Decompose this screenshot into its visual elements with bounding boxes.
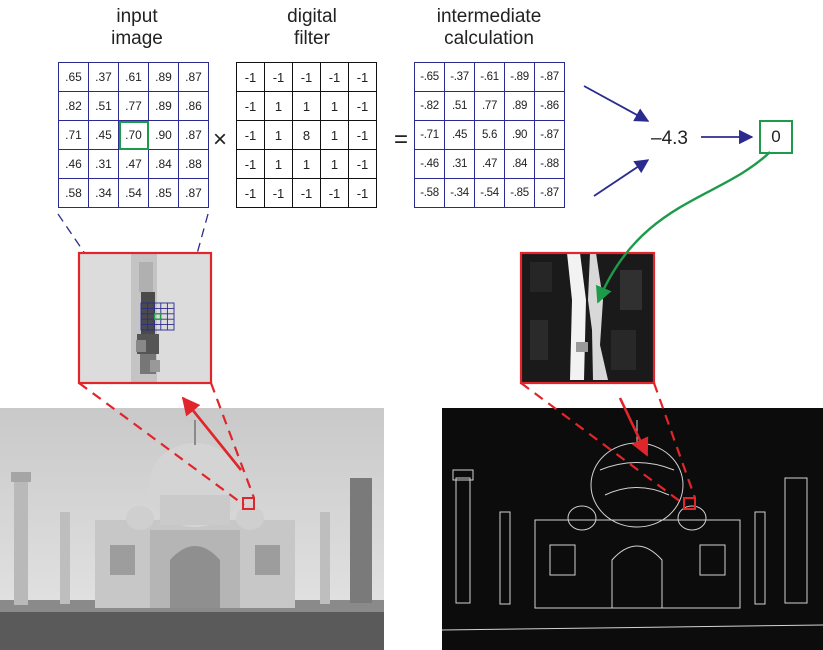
intermediate-matrix-cell: -.58: [414, 178, 445, 208]
intermediate-title-line1: intermediate: [436, 6, 542, 27]
intermediate-matrix-row: -.46.31.47.84-.88: [414, 149, 565, 179]
intermediate-matrix-row: -.58-.34-.54-.85-.87: [414, 178, 565, 208]
output-edge-photo: [441, 408, 823, 650]
output-zoom-panel: [519, 251, 656, 385]
input-matrix-cell: .34: [88, 178, 119, 208]
right-red-dash-1: [520, 382, 686, 506]
input-matrix-cell: .84: [148, 149, 179, 179]
input-matrix-cell: .58: [58, 178, 89, 208]
input-matrix-cell: .65: [58, 62, 89, 92]
right-red-arrow: [618, 397, 649, 457]
intermediate-matrix-cell: .31: [444, 149, 475, 179]
left-red-arrow: [181, 396, 243, 471]
intermediate-matrix-cell: -.71: [414, 120, 445, 150]
intermediate-matrix-cell: -.88: [534, 149, 565, 179]
filter-matrix-cell: -1: [292, 62, 321, 92]
intermediate-matrix-cell: -.89: [504, 62, 535, 92]
output-value-box: 0: [759, 120, 793, 154]
filter-matrix-cell: 1: [264, 149, 293, 179]
sum-value: –4.3: [651, 128, 688, 149]
intermediate-matrix-row: -.82.51.77.89-.86: [414, 91, 565, 121]
left-red-dash-2: [209, 382, 256, 499]
input-matrix-row: .58.34.54.85.87: [58, 178, 209, 208]
filter-matrix-cell: -1: [348, 178, 377, 208]
input-matrix-cell: .77: [118, 91, 149, 121]
input-matrix-cell: .89: [148, 91, 179, 121]
input-matrix-cell: .87: [178, 178, 209, 208]
filter-matrix-cell: -1: [348, 62, 377, 92]
intermediate-matrix-cell: -.54: [474, 178, 505, 208]
arrow-top-to-sum: [583, 85, 650, 122]
intermediate-matrix-cell: -.37: [444, 62, 475, 92]
arrow-bottom-to-sum: [593, 159, 650, 197]
right-red-dash-2: [652, 382, 697, 499]
intermediate-matrix-cell: -.86: [534, 91, 565, 121]
input-title-line2: image: [111, 28, 163, 49]
filter-matrix-row: -1-1-1-1-1: [236, 178, 377, 208]
projection-line-left: [57, 213, 138, 331]
intermediate-matrix-cell: .51: [444, 91, 475, 121]
green-arrow-output-to-pixel: [596, 151, 771, 304]
input-matrix-cell: .71: [58, 120, 89, 150]
input-image-title: input image: [37, 6, 237, 50]
intermediate-matrix-cell: -.34: [444, 178, 475, 208]
intermediate-matrix-cell: .47: [474, 149, 505, 179]
intermediate-matrix-cell: -.85: [504, 178, 535, 208]
intermediate-title-line2: calculation: [444, 28, 534, 49]
filter-matrix-cell: -1: [264, 62, 293, 92]
input-matrix-row: .46.31.47.84.88: [58, 149, 209, 179]
filter-title-line2: filter: [294, 28, 330, 49]
input-matrix-cell: .88: [178, 149, 209, 179]
input-photo: [0, 408, 384, 650]
intermediate-matrix-cell: .84: [504, 149, 535, 179]
input-title-line1: input: [116, 6, 158, 27]
multiply-operator: ×: [213, 126, 228, 153]
input-matrix: .65.37.61.89.87.82.51.77.89.86.71.45.70.…: [58, 62, 209, 208]
intermediate-matrix-cell: -.61: [474, 62, 505, 92]
intermediate-matrix-cell: -.46: [414, 149, 445, 179]
filter-matrix-cell: -1: [320, 178, 349, 208]
intermediate-matrix-cell: .89: [504, 91, 535, 121]
intermediate-matrix: -.65-.37-.61-.89-.87-.82.51.77.89-.86-.7…: [414, 62, 565, 208]
intermediate-matrix-cell: -.87: [534, 178, 565, 208]
intermediate-matrix-cell: -.87: [534, 120, 565, 150]
intermediate-calculation-title: intermediate calculation: [389, 6, 589, 50]
equals-operator: =: [394, 126, 409, 153]
digital-filter-title: digital filter: [212, 6, 412, 50]
filter-matrix-row: -1-1-1-1-1: [236, 62, 377, 92]
filter-title-line1: digital: [287, 6, 337, 27]
filter-matrix-cell: -1: [236, 178, 265, 208]
input-matrix-cell: .87: [178, 62, 209, 92]
left-red-dash-1: [78, 382, 245, 506]
filter-matrix-cell: -1: [348, 120, 377, 150]
input-zoom-panel: [77, 251, 213, 385]
filter-matrix-cell: -1: [292, 178, 321, 208]
